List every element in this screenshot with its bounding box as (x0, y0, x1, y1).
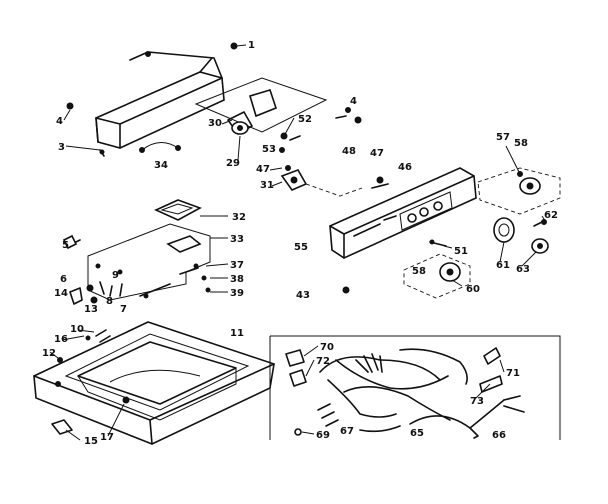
knob-63 (531, 238, 549, 254)
fastener-43 (342, 286, 350, 294)
part-label: 7 (120, 304, 127, 315)
part-label: 60 (466, 284, 480, 295)
part-label: 15 (84, 436, 98, 447)
part-label: 38 (230, 274, 244, 285)
part-label: 62 (544, 210, 558, 221)
part-label: 4 (350, 96, 357, 107)
switch-31 (280, 169, 308, 191)
part-label: 61 (496, 260, 510, 271)
part-label: 37 (230, 260, 244, 271)
part-label: 11 (230, 328, 244, 339)
part-label: 32 (232, 212, 246, 223)
part-label: 33 (230, 234, 244, 245)
part-label: 8 (106, 296, 113, 307)
part-label: 31 (260, 180, 274, 191)
screw-pair-34 (139, 142, 181, 153)
part-label: 73 (470, 396, 484, 407)
part-label: 71 (506, 368, 520, 379)
part-label: 69 (316, 430, 330, 441)
switch-mounting-plate (194, 77, 328, 135)
part-label: 67 (340, 426, 354, 437)
part-label: 43 (296, 290, 310, 301)
part-number-labels: 1 3 4 34 30 52 29 4 53 47 48 31 47 46 57… (42, 40, 558, 447)
part-label: 47 (256, 164, 270, 175)
part-label: 63 (516, 264, 530, 275)
control-panel-55 (329, 167, 477, 259)
lid-switch-bracket-32 (154, 199, 202, 221)
part-label: 53 (262, 144, 276, 155)
knob-group-lower-outline (403, 253, 471, 299)
screw-51 (429, 239, 447, 247)
knob-61 (493, 217, 515, 243)
part-label: 17 (100, 432, 114, 443)
part-label: 66 (492, 430, 506, 441)
knob-60 (439, 262, 461, 282)
leader-31 (305, 183, 363, 197)
part-label: 34 (154, 160, 168, 171)
part-label: 46 (398, 162, 412, 173)
mounting-plate-33 (87, 223, 211, 301)
part-label: 9 (112, 270, 119, 281)
part-label: 1 (248, 40, 255, 51)
knob-assembly-58 (517, 171, 541, 195)
part-label: 29 (226, 158, 240, 169)
part-label: 16 (54, 334, 68, 345)
part-label: 52 (298, 114, 312, 125)
part-label: 58 (412, 266, 426, 277)
part-label: 58 (514, 138, 528, 149)
wiring-harness-box (269, 335, 561, 440)
part-label: 12 (42, 348, 56, 359)
part-label: 57 (496, 132, 510, 143)
part-label: 47 (370, 148, 384, 159)
lid-switch-parts (62, 234, 171, 305)
part-label: 48 (342, 146, 356, 157)
part-label: 55 (294, 242, 308, 253)
part-label: 6 (60, 274, 67, 285)
part-label: 51 (454, 246, 468, 257)
part-label: 65 (410, 428, 424, 439)
part-label: 39 (230, 288, 244, 299)
part-label: 14 (54, 288, 68, 299)
part-label: 30 (208, 118, 222, 129)
part-label: 5 (62, 240, 69, 251)
console-rear-panel (66, 42, 238, 157)
part-label: 70 (320, 342, 334, 353)
label-leader-lines (49, 44, 547, 441)
clip-46 (371, 176, 389, 189)
part-label: 10 (70, 324, 84, 335)
knob-group-outline (477, 167, 561, 215)
part-label: 13 (84, 304, 98, 315)
part-label: 4 (56, 116, 63, 127)
part-label: 3 (58, 142, 65, 153)
part-label: 72 (316, 356, 330, 367)
top-cover-11 (33, 321, 275, 445)
